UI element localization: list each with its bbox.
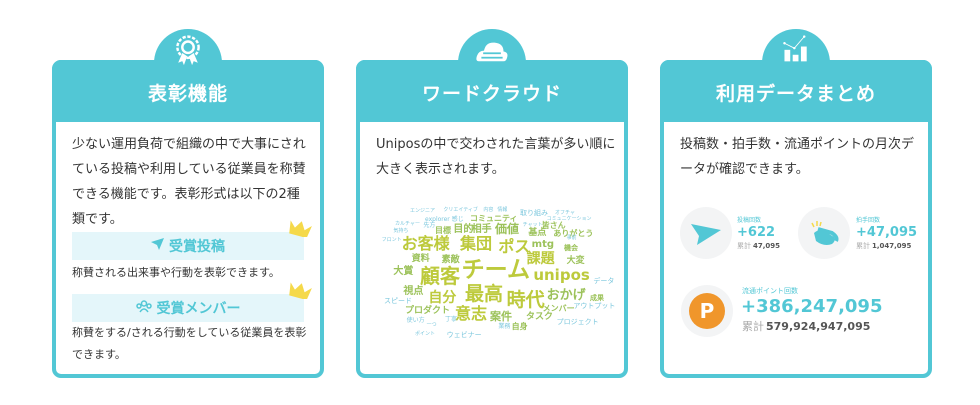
- word-cloud-word: 事前: [566, 235, 577, 241]
- word-cloud-word: 大変: [566, 255, 585, 266]
- word-cloud-word: アウトプット: [573, 301, 616, 310]
- clapping-hands-icon: [798, 207, 850, 259]
- stat-label: 流通ポイント回数: [742, 287, 798, 295]
- word-cloud-word: 成果: [590, 294, 604, 302]
- paper-plane-icon: [680, 207, 732, 259]
- word-cloud-word: 気持ち: [393, 228, 409, 235]
- word-cloud-word: ありがとう: [553, 229, 594, 238]
- word-cloud-word: 丁寧: [445, 315, 458, 323]
- word-cloud-word: オフチャ: [555, 209, 575, 216]
- stat-value: +386,247,095: [741, 296, 883, 317]
- stat-label: 投稿回数: [737, 217, 762, 224]
- word-cloud-word: 集団: [460, 234, 493, 253]
- word-cloud-word: unipos: [533, 266, 590, 284]
- word-cloud-word: お客様: [401, 234, 450, 253]
- word-cloud-word: 時代: [506, 288, 545, 311]
- badge-award-member: 受賞メンバー: [72, 294, 304, 322]
- card-award: 表彰機能 少ない運用負荷で組織の中で大事にされている投稿や利用している従業員を称…: [52, 29, 324, 378]
- word-cloud-word: プロジェクト: [556, 318, 599, 327]
- word-cloud-word: 情報: [497, 207, 508, 214]
- word-cloud-word: チーム: [461, 256, 530, 283]
- paper-plane-icon: [151, 238, 164, 254]
- award-ribbon-icon: [174, 35, 202, 66]
- crown-icon: [289, 282, 312, 299]
- word-cloud-word: 価値: [495, 221, 520, 236]
- word-cloud-word: 内容: [483, 207, 494, 214]
- stat-value: +47,095: [856, 225, 918, 240]
- word-cloud-word: 資料: [411, 254, 430, 264]
- word-cloud-word: 基点: [528, 227, 547, 238]
- word-cloud-word: 視点: [403, 285, 424, 297]
- card-description: 投稿数・拍手数・流通ポイントの月次データが確認できます。: [680, 137, 915, 177]
- word-cloud-word: 使い方: [406, 317, 425, 325]
- word-cloud-word: explorer 感じ: [425, 215, 464, 223]
- word-cloud-word: スピード: [384, 297, 412, 306]
- word-cloud-word: 相手: [471, 224, 492, 236]
- word-cloud-word: ウェビナー: [446, 330, 482, 339]
- badge-label: 受賞メンバー: [156, 301, 241, 317]
- word-cloud-word: コミュニケーション: [546, 215, 592, 222]
- type-description: 称賛される出来事や行動を表彰できます。: [72, 266, 280, 279]
- card-title: 利用データまとめ: [660, 60, 932, 122]
- crown-icon: [289, 220, 312, 237]
- word-cloud-word: 取り組み: [520, 209, 548, 217]
- cloud-icon: [475, 40, 509, 63]
- word-cloud-word: タスク: [526, 311, 554, 322]
- word-cloud-word: 課題: [526, 250, 555, 267]
- card-description: Uniposの中で交わされた言葉が多い順に大きく表示されます。: [376, 137, 616, 177]
- point-coin-icon: P: [681, 285, 733, 337]
- word-cloud-word: プロダクト: [405, 306, 451, 317]
- word-cloud-word: メンバー: [542, 304, 575, 313]
- word-cloud-word: 最高: [465, 283, 504, 306]
- word-cloud-word: 皆さん: [541, 220, 566, 230]
- word-cloud-word: カルチャー: [395, 220, 420, 227]
- card-title: 表彰機能: [52, 60, 324, 122]
- word-cloud-word: データ: [593, 277, 615, 286]
- word-cloud-word: チャット: [522, 221, 543, 228]
- word-cloud-word: おかげ: [546, 288, 586, 304]
- word-cloud-word: 一つ: [426, 322, 437, 329]
- word-cloud-word: 顧客: [420, 264, 460, 288]
- bar-chart-icon: [781, 35, 811, 63]
- word-cloud-word: コミュニティ: [470, 213, 518, 223]
- card-title: ワードクラウド: [356, 60, 628, 122]
- word-cloud-word: 目標: [435, 226, 451, 236]
- word-cloud: エンジニアクリエイティブ内容情報 取り組みオフチャカルチャー explorer 感じ…: [360, 190, 620, 350]
- word-cloud-word: フロント: [381, 237, 402, 244]
- word-cloud-word: 機会: [564, 244, 578, 252]
- word-cloud-word: エンジニア: [410, 208, 436, 215]
- stat-label: 拍手回数: [856, 217, 881, 224]
- type-description: 称賛をする/される行動をしている従業員を表彰できます。: [72, 326, 307, 361]
- word-cloud-word: 業務: [498, 323, 511, 330]
- word-cloud-word: 意志: [455, 304, 488, 323]
- people-icon: [135, 299, 152, 317]
- word-cloud-word: 案件: [490, 309, 512, 323]
- word-cloud-word: mtg: [531, 239, 555, 250]
- badge-label: 受賞投稿: [169, 239, 225, 255]
- word-cloud-word: ポス: [498, 237, 531, 257]
- badge-award-post: 受賞投稿: [72, 232, 304, 260]
- stat-value: +622: [737, 225, 776, 240]
- word-cloud-word: 自身: [511, 321, 528, 331]
- word-cloud-word: 目的: [453, 223, 474, 235]
- word-cloud-word: 自分: [428, 289, 457, 306]
- card-word-cloud: ワードクラウド Uniposの中で交わされた言葉が多い順に大きく表示されます。: [356, 29, 628, 378]
- word-cloud-word: クリエイティブ: [443, 207, 478, 214]
- word-cloud-word: 大賞: [393, 265, 414, 277]
- word-cloud-word: ポイント: [415, 330, 436, 337]
- word-cloud-word: 先方: [423, 222, 436, 230]
- card-description: 少ない運用負荷で組織の中で大事にされている投稿や利用している従業員を称賛できる機…: [72, 137, 306, 227]
- word-cloud-word: 素敵: [441, 255, 460, 265]
